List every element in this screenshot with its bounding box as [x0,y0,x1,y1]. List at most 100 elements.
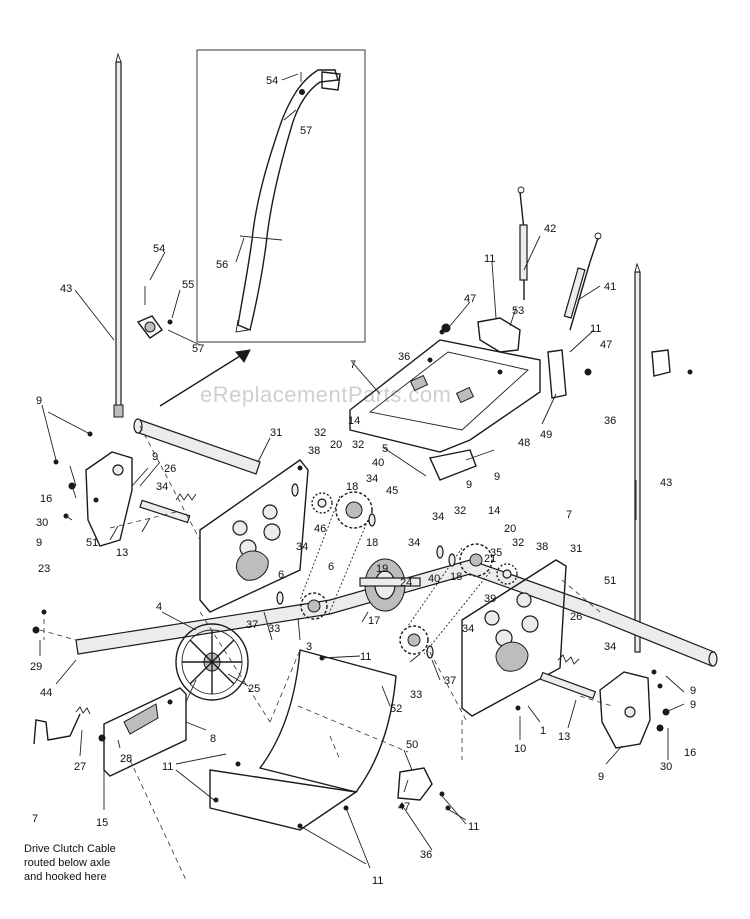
callout-41: 41 [604,281,616,293]
callout-14-a: 14 [348,415,360,427]
left-spring [175,493,197,501]
callout-13-left: 13 [116,547,128,559]
left-control-rod [113,52,124,418]
callout-25: 25 [248,683,260,695]
callout-19: 19 [376,563,388,575]
callout-38-left: 38 [308,445,320,457]
right-control-rod [634,262,693,653]
right-idler-shaft [539,671,597,700]
callout-51-right: 51 [604,575,616,587]
callout-14-b: 14 [488,505,500,517]
callout-3: 3 [306,641,312,653]
callout-28: 28 [120,753,132,765]
lower-cable-bracket [397,767,451,811]
callout-38-right: 38 [536,541,548,553]
callout-34-f: 34 [462,623,474,635]
friction-wheel-hub [359,558,421,612]
callout-52: 52 [390,703,402,715]
callout-47-top: 47 [464,293,476,305]
callout-39: 39 [484,593,496,605]
callout-57-top: 57 [300,125,312,137]
callout-53: 53 [512,305,524,317]
chain-guard-shroud [209,649,397,831]
callout-16-right: 16 [684,747,696,759]
callout-33-b: 33 [410,689,422,701]
drive-pulley-wheel [175,623,249,701]
callout-34-c: 34 [296,541,308,553]
callout-36-bottom: 36 [420,849,432,861]
right-end-bracket [599,671,651,749]
callout-9-e: 9 [466,479,472,491]
note-line-2: routed below axle [24,857,110,869]
callout-34-e: 34 [408,537,420,549]
handle-inset [196,49,366,343]
callout-9-g: 9 [690,699,696,711]
callout-34-d: 34 [432,511,444,523]
inset-pointer-arrow [159,355,241,407]
callout-44: 44 [40,687,52,699]
callout-16-left: 16 [40,493,52,505]
note-line-1: Drive Clutch Cable [24,843,116,855]
left-handle-bracket [136,286,173,339]
callout-31-left: 31 [270,427,282,439]
drive-chain-left [299,495,369,617]
callout-51-left: 51 [86,537,98,549]
callout-57-left: 57 [192,343,204,355]
callout-54-top: 54 [266,75,278,87]
cable-spring [75,706,91,715]
callout-7-left: 7 [32,813,38,825]
cable-bracket [477,317,521,353]
callout-11-mid: 11 [360,651,371,663]
callout-30-left: 30 [36,517,48,529]
right-hub-sprocket [496,563,518,585]
spacers [276,483,456,659]
callout-21: 21 [484,553,496,565]
left-mount-plate [103,687,187,777]
callout-49: 49 [540,429,552,441]
callout-40-b: 40 [428,573,440,585]
callout-27: 27 [74,761,86,773]
callout-29: 29 [30,661,42,673]
note-line-3: and hooked here [24,871,107,883]
callout-43-left: 43 [60,283,72,295]
callout-11-bottom-right: 11 [468,821,479,833]
callout-47-right: 47 [600,339,612,351]
callout-43-right: 43 [660,477,672,489]
callout-32-b: 32 [352,439,364,451]
cable-routing-note: Drive Clutch Cable routed below axle and… [24,843,116,883]
callout-13-right: 13 [558,731,570,743]
left-end-bracket [85,451,133,547]
callout-34-b: 34 [366,473,378,485]
callout-23: 23 [38,563,50,575]
callout-54-left: 54 [153,243,165,255]
callout-32-a: 32 [314,427,326,439]
callout-9-d: 9 [494,471,500,483]
callout-31-right: 31 [570,543,582,555]
callout-11-right: 11 [590,323,601,335]
callout-9-c: 9 [152,451,158,463]
callout-20-b: 20 [504,523,516,535]
callout-7-right: 7 [566,509,572,521]
callout-26-right: 26 [570,611,582,623]
callout-47-bottom: 47 [398,801,410,813]
callout-6-a: 6 [328,561,334,573]
main-axle-shaft [75,559,718,667]
callout-32-d: 32 [512,537,524,549]
callout-18-b: 18 [366,537,378,549]
callout-6-b: 6 [278,569,284,581]
callout-18-a: 18 [346,481,358,493]
callout-37-a: 37 [246,619,258,631]
callout-50: 50 [406,739,418,751]
callout-5: 5 [382,443,388,455]
callout-30-right: 30 [660,761,672,773]
upper-sprocket [335,491,373,529]
lower-left-sprocket [300,592,328,620]
callout-56: 56 [216,259,228,271]
callout-labels: 54 57 56 54 55 57 43 9 16 30 9 51 13 9 2… [30,75,696,887]
callout-leaders [39,73,685,869]
top-frame-plate [349,339,541,453]
callout-11-left-bottom: 11 [162,761,173,773]
callout-1: 1 [540,725,546,737]
callout-20-a: 20 [330,439,342,451]
